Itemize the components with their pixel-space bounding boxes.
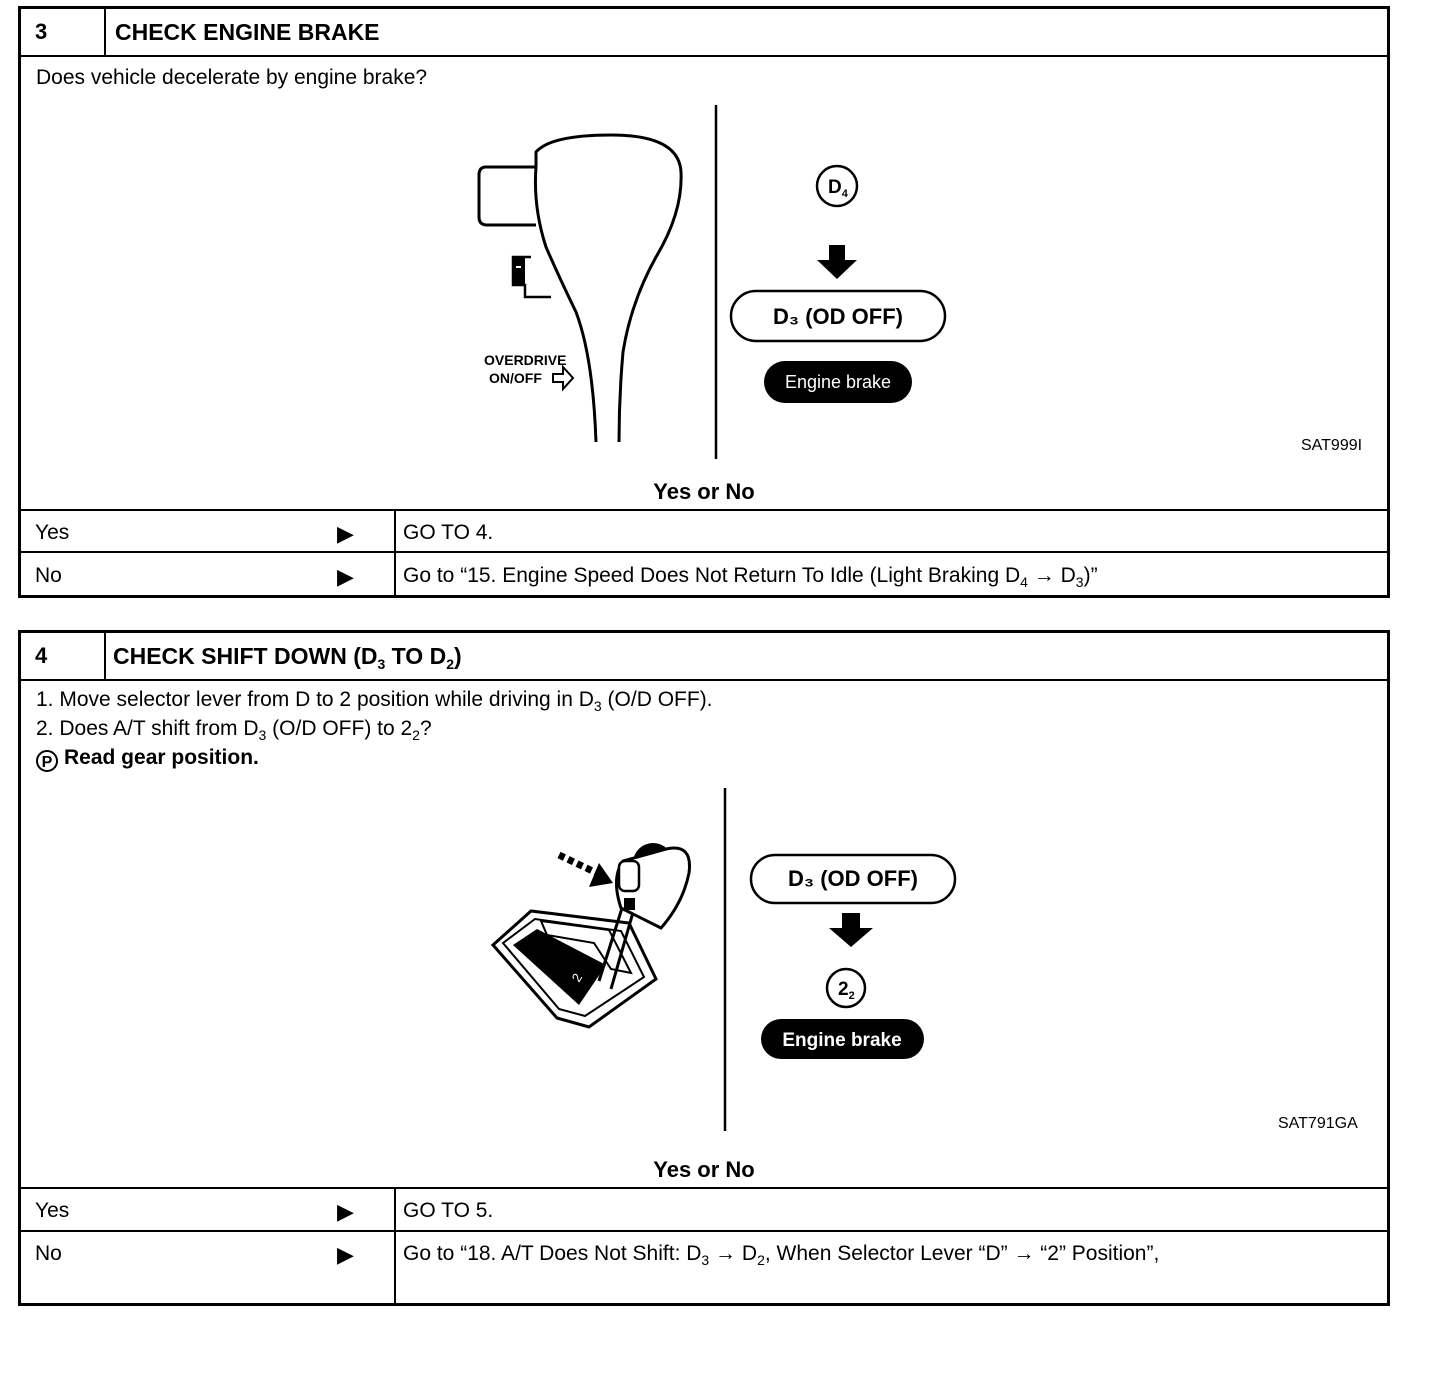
engine-brake-badge xyxy=(761,1019,924,1059)
play-arrow-icon: ▶ xyxy=(337,564,354,589)
shift-lever-icon xyxy=(597,904,625,982)
step-header: 3 CHECK ENGINE BRAKE xyxy=(21,9,1387,57)
table-row-no: No ▶ Go to “15. Engine Speed Does Not Re… xyxy=(21,551,1387,597)
svg-text:22: 22 xyxy=(838,979,855,1002)
table-row-yes: Yes ▶ GO TO 4. xyxy=(21,509,1387,553)
d4-circle-sub: 4 xyxy=(842,188,849,200)
row-label: Yes xyxy=(35,1199,70,1222)
overdrive-callout-line1: OVERDRIVE xyxy=(484,352,566,368)
motion-arrow-icon xyxy=(589,863,613,887)
d4-circle-label: D xyxy=(828,177,842,198)
engine-brake-label: Engine brake xyxy=(782,1030,901,1051)
yes-or-no-label: Yes or No xyxy=(653,479,755,504)
step-header: 4 CHECK SHIFT DOWN (D3 TO D2) xyxy=(21,633,1387,681)
play-arrow-icon: ▶ xyxy=(337,1199,354,1224)
step-title: CHECK ENGINE BRAKE xyxy=(115,19,380,45)
row-label: No xyxy=(35,1242,62,1265)
row-label: Yes xyxy=(35,521,70,544)
consult-p-icon: P xyxy=(36,750,58,772)
mode-label: D₃ (OD OFF) xyxy=(788,866,918,891)
step-title: CHECK SHIFT DOWN (D3 TO D2) xyxy=(113,643,462,672)
play-arrow-icon: ▶ xyxy=(337,1242,354,1267)
step-number: 3 xyxy=(21,9,106,55)
step-question: Does vehicle decelerate by engine brake? xyxy=(36,66,428,89)
step-4-panel: 4 CHECK SHIFT DOWN (D3 TO D2) 1. Move se… xyxy=(18,630,1390,1306)
row-action: Go to “18. A/T Does Not Shift: D3 → D2, … xyxy=(403,1242,1160,1268)
down-arrow-icon xyxy=(817,245,857,279)
figure-ref-code: SAT791GA xyxy=(1278,1115,1358,1132)
arrow-right-icon xyxy=(552,364,575,392)
step-number: 4 xyxy=(21,633,106,679)
shift-lever-icon xyxy=(534,133,683,443)
instruction-line-2: 2. Does A/T shift from D3 (O/D OFF) to 2… xyxy=(36,717,432,743)
figure-ref-code: SAT999I xyxy=(1301,437,1363,454)
table-row-yes: Yes ▶ GO TO 5. xyxy=(21,1187,1387,1232)
row-action: GO TO 4. xyxy=(403,521,494,544)
row-action: GO TO 5. xyxy=(403,1199,494,1222)
instruction-line-1: 1. Move selector lever from D to 2 posit… xyxy=(36,688,713,714)
overdrive-callout-line2: ON/OFF xyxy=(489,370,542,386)
play-arrow-icon: ▶ xyxy=(337,521,354,546)
step-3-panel: 3 CHECK ENGINE BRAKE Does vehicle decele… xyxy=(18,6,1390,598)
shift-down-illustration: 2 2 D₃ (OD OFF) 22 Engine brake xyxy=(490,788,957,1131)
row-action: Go to “15. Engine Speed Does Not Return … xyxy=(403,564,1098,590)
engine-brake-badge xyxy=(764,361,912,403)
engine-brake-label: Engine brake xyxy=(785,372,891,392)
circle-22-label: 2 xyxy=(838,979,849,1000)
overdrive-switch-icon xyxy=(513,257,525,285)
engine-brake-illustration: OVERDRIVE ON/OFF D4 D₃ (OD OFF) Engine b… xyxy=(477,105,947,459)
circle-22-sub: 2 xyxy=(849,990,855,1002)
yes-or-no-label: Yes or No xyxy=(653,1157,755,1182)
row-label: No xyxy=(35,564,62,587)
down-arrow-icon xyxy=(829,913,873,947)
mode-label: D₃ (OD OFF) xyxy=(773,304,903,329)
svg-text:D4: D4 xyxy=(828,177,849,200)
table-row-no: No ▶ Go to “18. A/T Does Not Shift: D3 →… xyxy=(21,1230,1387,1305)
